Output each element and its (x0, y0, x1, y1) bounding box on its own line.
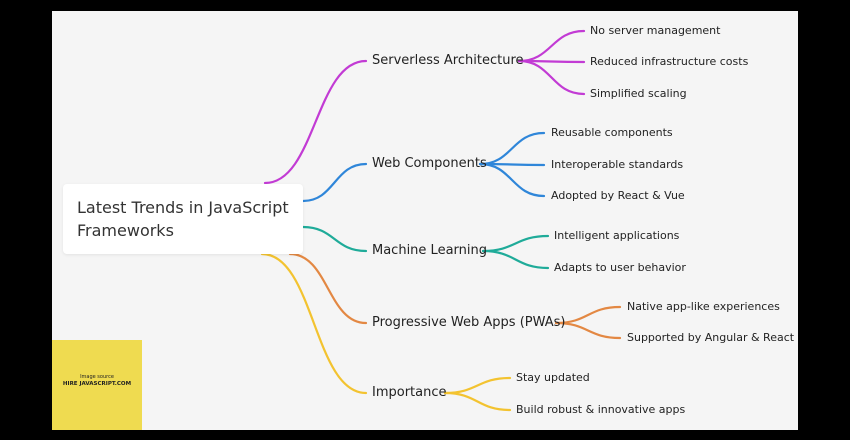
branch-connector (301, 225, 368, 253)
leaf-intelligent-applications: Intelligent applications (554, 229, 680, 242)
leaf-adopted-by-react-vue: Adopted by React & Vue (551, 189, 685, 202)
leaf-stay-updated: Stay updated (516, 371, 590, 384)
leaf-supported-by-angular-react: Supported by Angular & React (627, 331, 795, 344)
leaf-connector (517, 29, 586, 63)
image-source-name: HIRE JAVASCRIPT.COM (62, 381, 132, 387)
leaf-connector (481, 249, 550, 270)
branch-progressive-web-apps: Progressive Web Apps (PWAs) (372, 315, 566, 330)
leaf-connector (517, 59, 586, 96)
image-source-badge: Image source HIRE JAVASCRIPT.COM (52, 340, 142, 430)
image-source-label: Image source (80, 374, 114, 380)
leaf-native-app-like-experiences: Native app-like experiences (627, 300, 780, 313)
leaf-adapts-to-user-behavior: Adapts to user behavior (554, 261, 686, 274)
leaf-connector (443, 376, 512, 395)
leaf-connector (478, 162, 546, 198)
leaf-connector (443, 391, 512, 412)
root-node: Latest Trends in JavaScript Frameworks (63, 184, 303, 254)
leaf-simplified-scaling: Simplified scaling (590, 87, 687, 100)
branch-connector (301, 162, 368, 203)
branch-serverless-architecture: Serverless Architecture (372, 53, 524, 68)
leaf-reusable-components: Reusable components (551, 126, 673, 139)
leaf-build-robust-innovative-apps: Build robust & innovative apps (516, 403, 686, 416)
branch-connector (260, 252, 368, 395)
leaf-interoperable-standards: Interoperable standards (551, 158, 684, 171)
branch-machine-learning: Machine Learning (372, 243, 487, 258)
branch-importance: Importance (372, 385, 447, 400)
mindmap-canvas: Latest Trends in JavaScript Frameworks S… (52, 11, 798, 430)
leaf-connector (478, 131, 546, 166)
leaf-connector (554, 321, 622, 340)
leaf-reduced-infrastructure-costs: Reduced infrastructure costs (590, 55, 749, 68)
branch-connector (288, 252, 368, 325)
leaf-no-server-management: No server management (590, 24, 721, 37)
leaf-connector (554, 305, 622, 325)
leaf-connector (481, 234, 550, 253)
connector-lines (260, 29, 622, 412)
branch-web-components: Web Components (372, 156, 487, 171)
branch-connector (263, 59, 368, 185)
root-title: Latest Trends in JavaScript Frameworks (77, 198, 289, 240)
